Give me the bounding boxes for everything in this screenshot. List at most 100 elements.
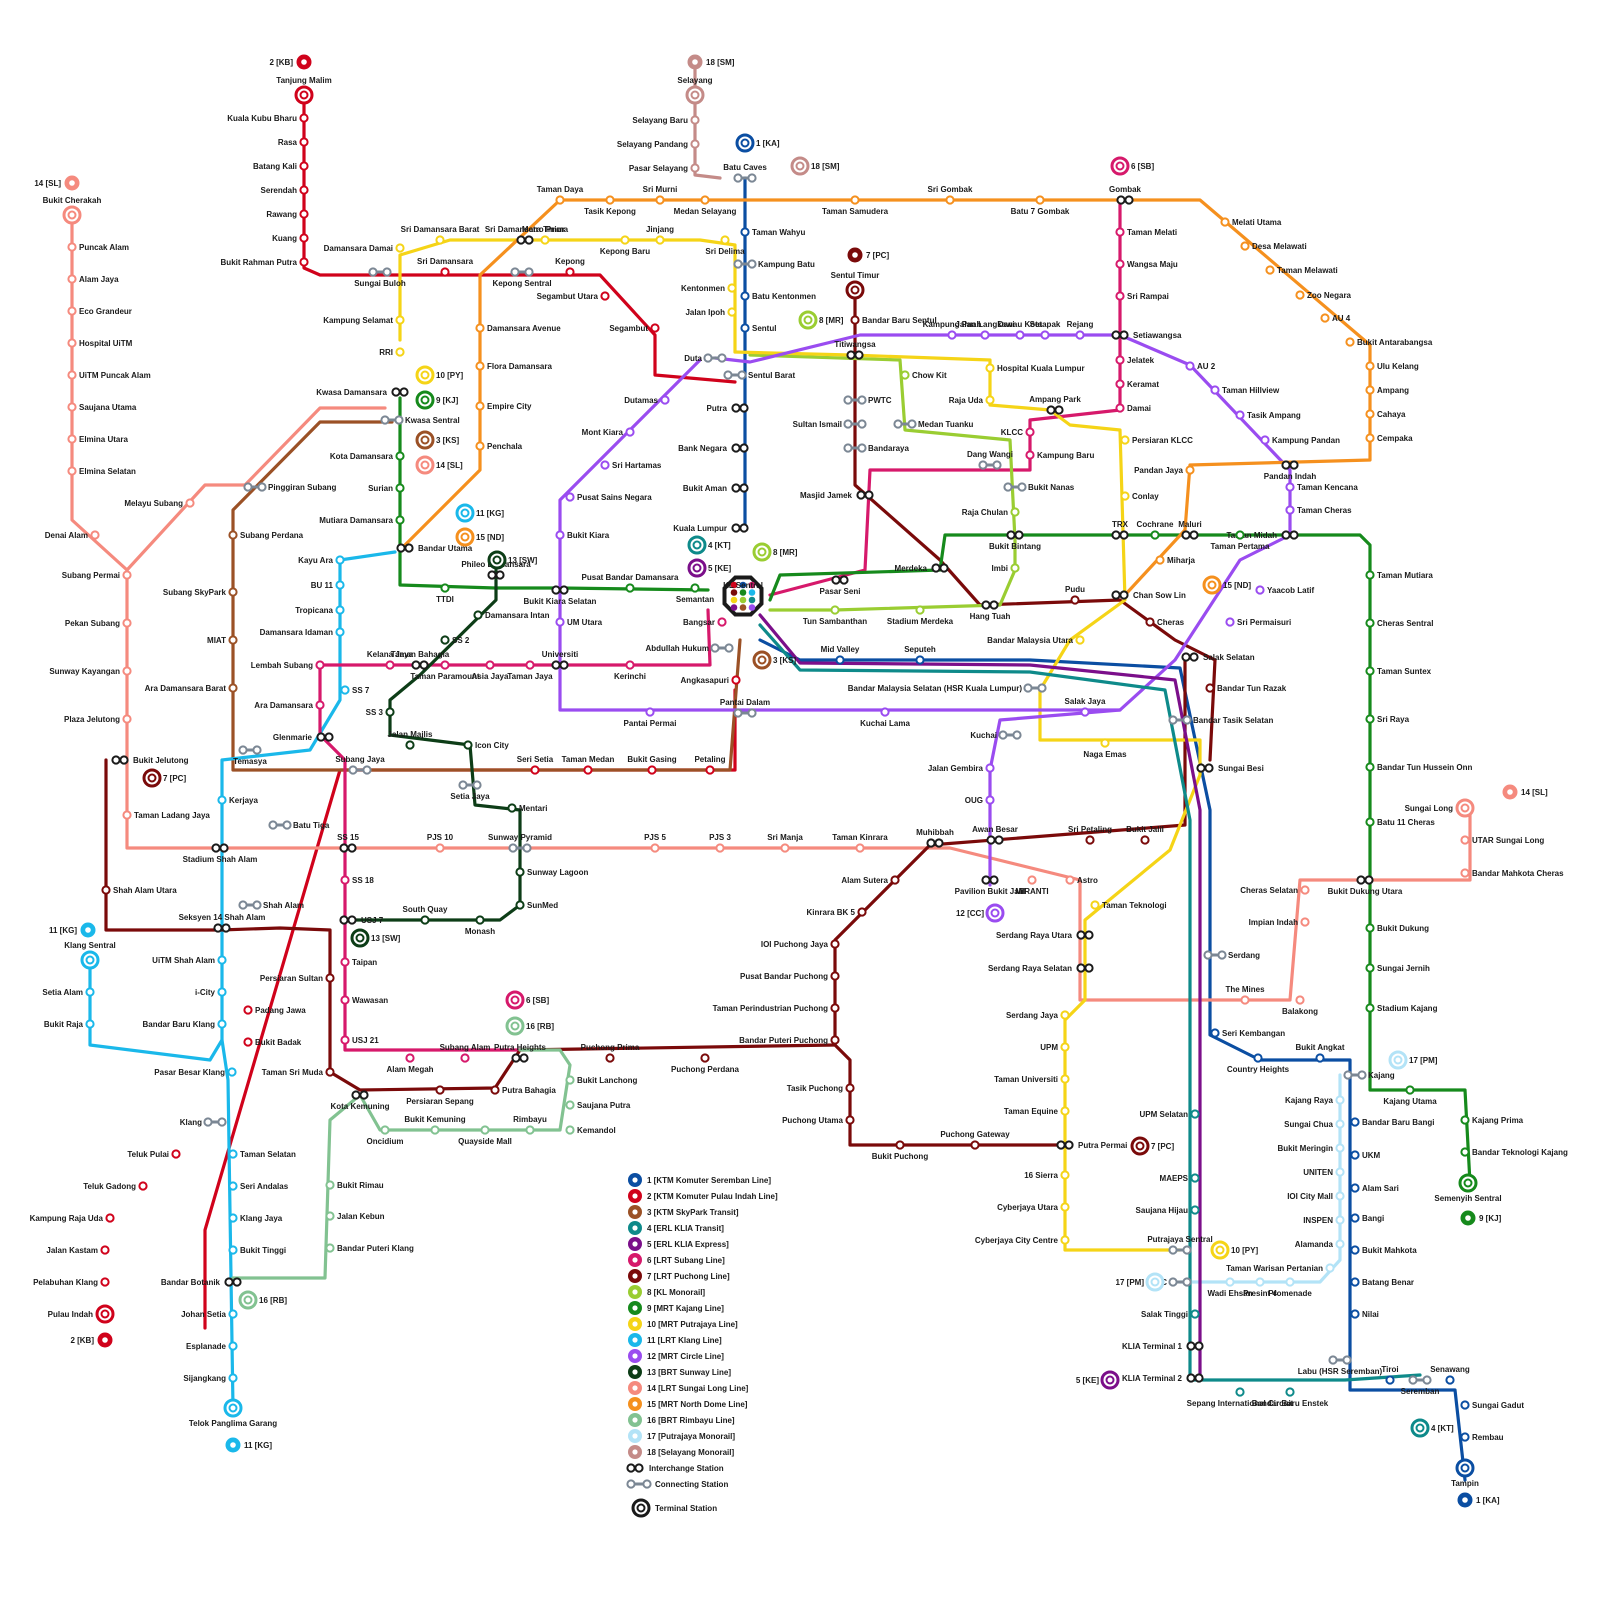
station-dutamas[interactable]: Dutamas [624, 395, 670, 405]
station-subang-alam[interactable]: Subang Alam [440, 1043, 491, 1063]
station-ulu-kelang[interactable]: Ulu Kelang [1365, 361, 1419, 371]
station-rri[interactable]: RRI [379, 347, 405, 357]
station-muhibbah[interactable]: Muhibbah [916, 828, 954, 848]
station-bukit-kiara-selatan[interactable]: Bukit Kiara Selatan [524, 585, 597, 606]
station-pelabuhan-klang[interactable]: Pelabuhan Klang [33, 1277, 110, 1287]
station-imbi[interactable]: Imbi [992, 563, 1020, 573]
station-selayang-baru[interactable]: Selayang Baru [632, 115, 700, 125]
station-pasar-seni[interactable]: Pasar Seni [820, 575, 861, 596]
station-puchong-utama[interactable]: Puchong Utama [782, 1115, 855, 1125]
station-jalan-kebun[interactable]: Jalan Kebun [325, 1211, 385, 1221]
station-taman-warisan-pertanian[interactable]: Taman Warisan Pertanian [1226, 1263, 1335, 1273]
station-pekan-subang[interactable]: Pekan Subang [65, 618, 132, 628]
station-south-quay[interactable]: South Quay [403, 905, 448, 925]
station-bukit-jalil[interactable]: Bukit Jalil [1126, 825, 1164, 845]
station-utar-sungai-long[interactable]: UTAR Sungai Long [1460, 835, 1544, 845]
station-maeps[interactable]: MAEPS [1160, 1173, 1200, 1183]
station-ioi-city-mall[interactable]: IOI City Mall [1287, 1191, 1345, 1201]
station-seputeh[interactable]: Seputeh [904, 645, 936, 665]
station-seri-setia[interactable]: Seri Setia [517, 755, 554, 775]
station-danau-kota[interactable]: Danau Kota [998, 320, 1043, 340]
line-marker-13-sw[interactable]: 13 [SW] [350, 928, 401, 948]
station-puchong-gateway[interactable]: Puchong Gateway [940, 1130, 1010, 1150]
line-marker-4-kt[interactable]: 4 [KT] [1410, 1418, 1454, 1438]
station-puchong-prima[interactable]: Puchong Prima [581, 1043, 640, 1063]
station-bukit-rahman-putra[interactable]: Bukit Rahman Putra [221, 257, 309, 267]
station-klang-sentral[interactable]: Klang Sentral [64, 941, 116, 970]
station-sri-permaisuri[interactable]: Sri Permaisuri [1225, 617, 1291, 627]
station-merdeka[interactable]: Merdeka [895, 563, 949, 573]
line-marker-15-nd[interactable]: 15 [ND] [455, 527, 504, 547]
station-tun-sambanthan[interactable]: Tun Sambanthan [803, 605, 867, 626]
station-setia-alam[interactable]: Setia Alam [42, 987, 95, 997]
station-angkasapuri[interactable]: Angkasapuri [681, 675, 741, 685]
station-16-sierra[interactable]: 16 Sierra [1024, 1170, 1070, 1180]
station-cempaka[interactable]: Cempaka [1365, 433, 1413, 443]
station-sri-gombak[interactable]: Sri Gombak [928, 185, 973, 205]
station-bukit-bintang[interactable]: Bukit Bintang [989, 530, 1041, 551]
line-marker-18-sm[interactable]: 18 [SM] [790, 156, 840, 176]
station-putrajaya-sentral[interactable]: Putrajaya Sentral [1147, 1235, 1213, 1255]
station-duta[interactable]: Duta [684, 353, 727, 363]
station-i-city[interactable]: i-City [195, 987, 227, 997]
line-marker-1-ka[interactable]: 1 [KA] [1457, 1492, 1500, 1508]
station-taman-cheras[interactable]: Taman Cheras [1285, 505, 1352, 515]
station-raja-uda[interactable]: Raja Uda [949, 395, 995, 405]
station-rimbayu[interactable]: Rimbayu [513, 1115, 547, 1135]
station-bandar-puteri-puchong[interactable]: Bandar Puteri Puchong [739, 1035, 840, 1045]
station-taman-suntex[interactable]: Taman Suntex [1365, 666, 1432, 676]
station-bandar-baru-sentul[interactable]: Bandar Baru Sentul [850, 315, 937, 325]
station-sri-hartamas[interactable]: Sri Hartamas [600, 460, 662, 470]
station-sri-petaling[interactable]: Sri Petaling [1068, 825, 1112, 845]
station-taman-samudera[interactable]: Taman Samudera [822, 195, 889, 216]
station-universiti[interactable]: Universiti [542, 650, 578, 670]
station-miharja[interactable]: Miharja [1155, 555, 1196, 565]
station-kuang[interactable]: Kuang [272, 233, 309, 243]
station-setiawangsa[interactable]: Setiawangsa [1111, 330, 1182, 340]
station-persiaran-sultan[interactable]: Persiaran Sultan [260, 973, 335, 983]
station-seremban[interactable]: Seremban [1401, 1375, 1440, 1396]
station-taman-hillview[interactable]: Taman Hillview [1210, 385, 1280, 395]
line-marker-14-sl[interactable]: 14 [SL] [34, 175, 80, 191]
station-the-mines[interactable]: The Mines [1225, 985, 1265, 1005]
station-bangi[interactable]: Bangi [1350, 1213, 1384, 1223]
station-masjid-jamek[interactable]: Masjid Jamek [800, 490, 874, 500]
station-kajang-raya[interactable]: Kajang Raya [1285, 1095, 1345, 1105]
station-sunway-kayangan[interactable]: Sunway Kayangan [49, 666, 132, 676]
station-kentonmen[interactable]: Kentonmen [681, 283, 737, 293]
line-marker-5-ke[interactable]: 5 [KE] [687, 558, 731, 578]
station-kampung-batu[interactable]: Kampung Batu [733, 259, 815, 269]
station-sungai-buloh[interactable]: Sungai Buloh [354, 267, 406, 288]
station-surian[interactable]: Surian [368, 483, 405, 493]
station-bukit-gasing[interactable]: Bukit Gasing [627, 755, 677, 775]
station-taman-sri-muda[interactable]: Taman Sri Muda [262, 1067, 335, 1077]
line-marker-11-kg[interactable]: 11 [KG] [455, 503, 504, 523]
station-saujana-hijau[interactable]: Saujana Hijau [1136, 1205, 1200, 1215]
station-labu-hsr-seremban[interactable]: Labu (HSR Seremban) [1298, 1355, 1383, 1376]
station-kerinchi[interactable]: Kerinchi [614, 660, 646, 681]
station-putra-bahagia[interactable]: Putra Bahagia [490, 1085, 556, 1095]
station-serdang-jaya[interactable]: Serdang Jaya [1006, 1010, 1070, 1020]
line-marker-3-ks[interactable]: 3 [KS] [415, 430, 459, 450]
station-teluk-pulai[interactable]: Teluk Pulai [127, 1149, 181, 1159]
station-taman-daya[interactable]: Taman Daya [537, 185, 584, 205]
station-kuala-lumpur[interactable]: Kuala Lumpur [673, 523, 749, 533]
station-serdang-raya-selatan[interactable]: Serdang Raya Selatan [988, 963, 1094, 973]
station-segambut-utara[interactable]: Segambut Utara [537, 291, 610, 301]
station-bandar-puteri-klang[interactable]: Bandar Puteri Klang [325, 1243, 414, 1253]
station-telok-panglima-garang[interactable]: Telok Panglima Garang [189, 1398, 277, 1428]
station-batu-kentonmen[interactable]: Batu Kentonmen [740, 291, 816, 301]
station-sri-murni[interactable]: Sri Murni [643, 185, 678, 205]
station-taman-teknologi[interactable]: Taman Teknologi [1090, 900, 1167, 910]
station-jalan-majlis[interactable]: Jalan Majlis [388, 730, 433, 750]
station-pusat-bandar-damansara[interactable]: Pusat Bandar Damansara [582, 573, 679, 593]
station-kinrara-bk-5[interactable]: Kinrara BK 5 [807, 907, 867, 917]
station-salak-jaya[interactable]: Salak Jaya [1065, 697, 1106, 717]
station-taman-medan[interactable]: Taman Medan [562, 755, 615, 775]
station-kajang-utama[interactable]: Kajang Utama [1383, 1085, 1437, 1106]
line-marker-9-kj[interactable]: 9 [KJ] [415, 390, 459, 410]
station-alam-megah[interactable]: Alam Megah [386, 1053, 434, 1074]
station-chow-kit[interactable]: Chow Kit [900, 370, 947, 380]
station-sunmed[interactable]: SunMed [515, 900, 558, 910]
station-pjs-10[interactable]: PJS 10 [427, 833, 454, 853]
